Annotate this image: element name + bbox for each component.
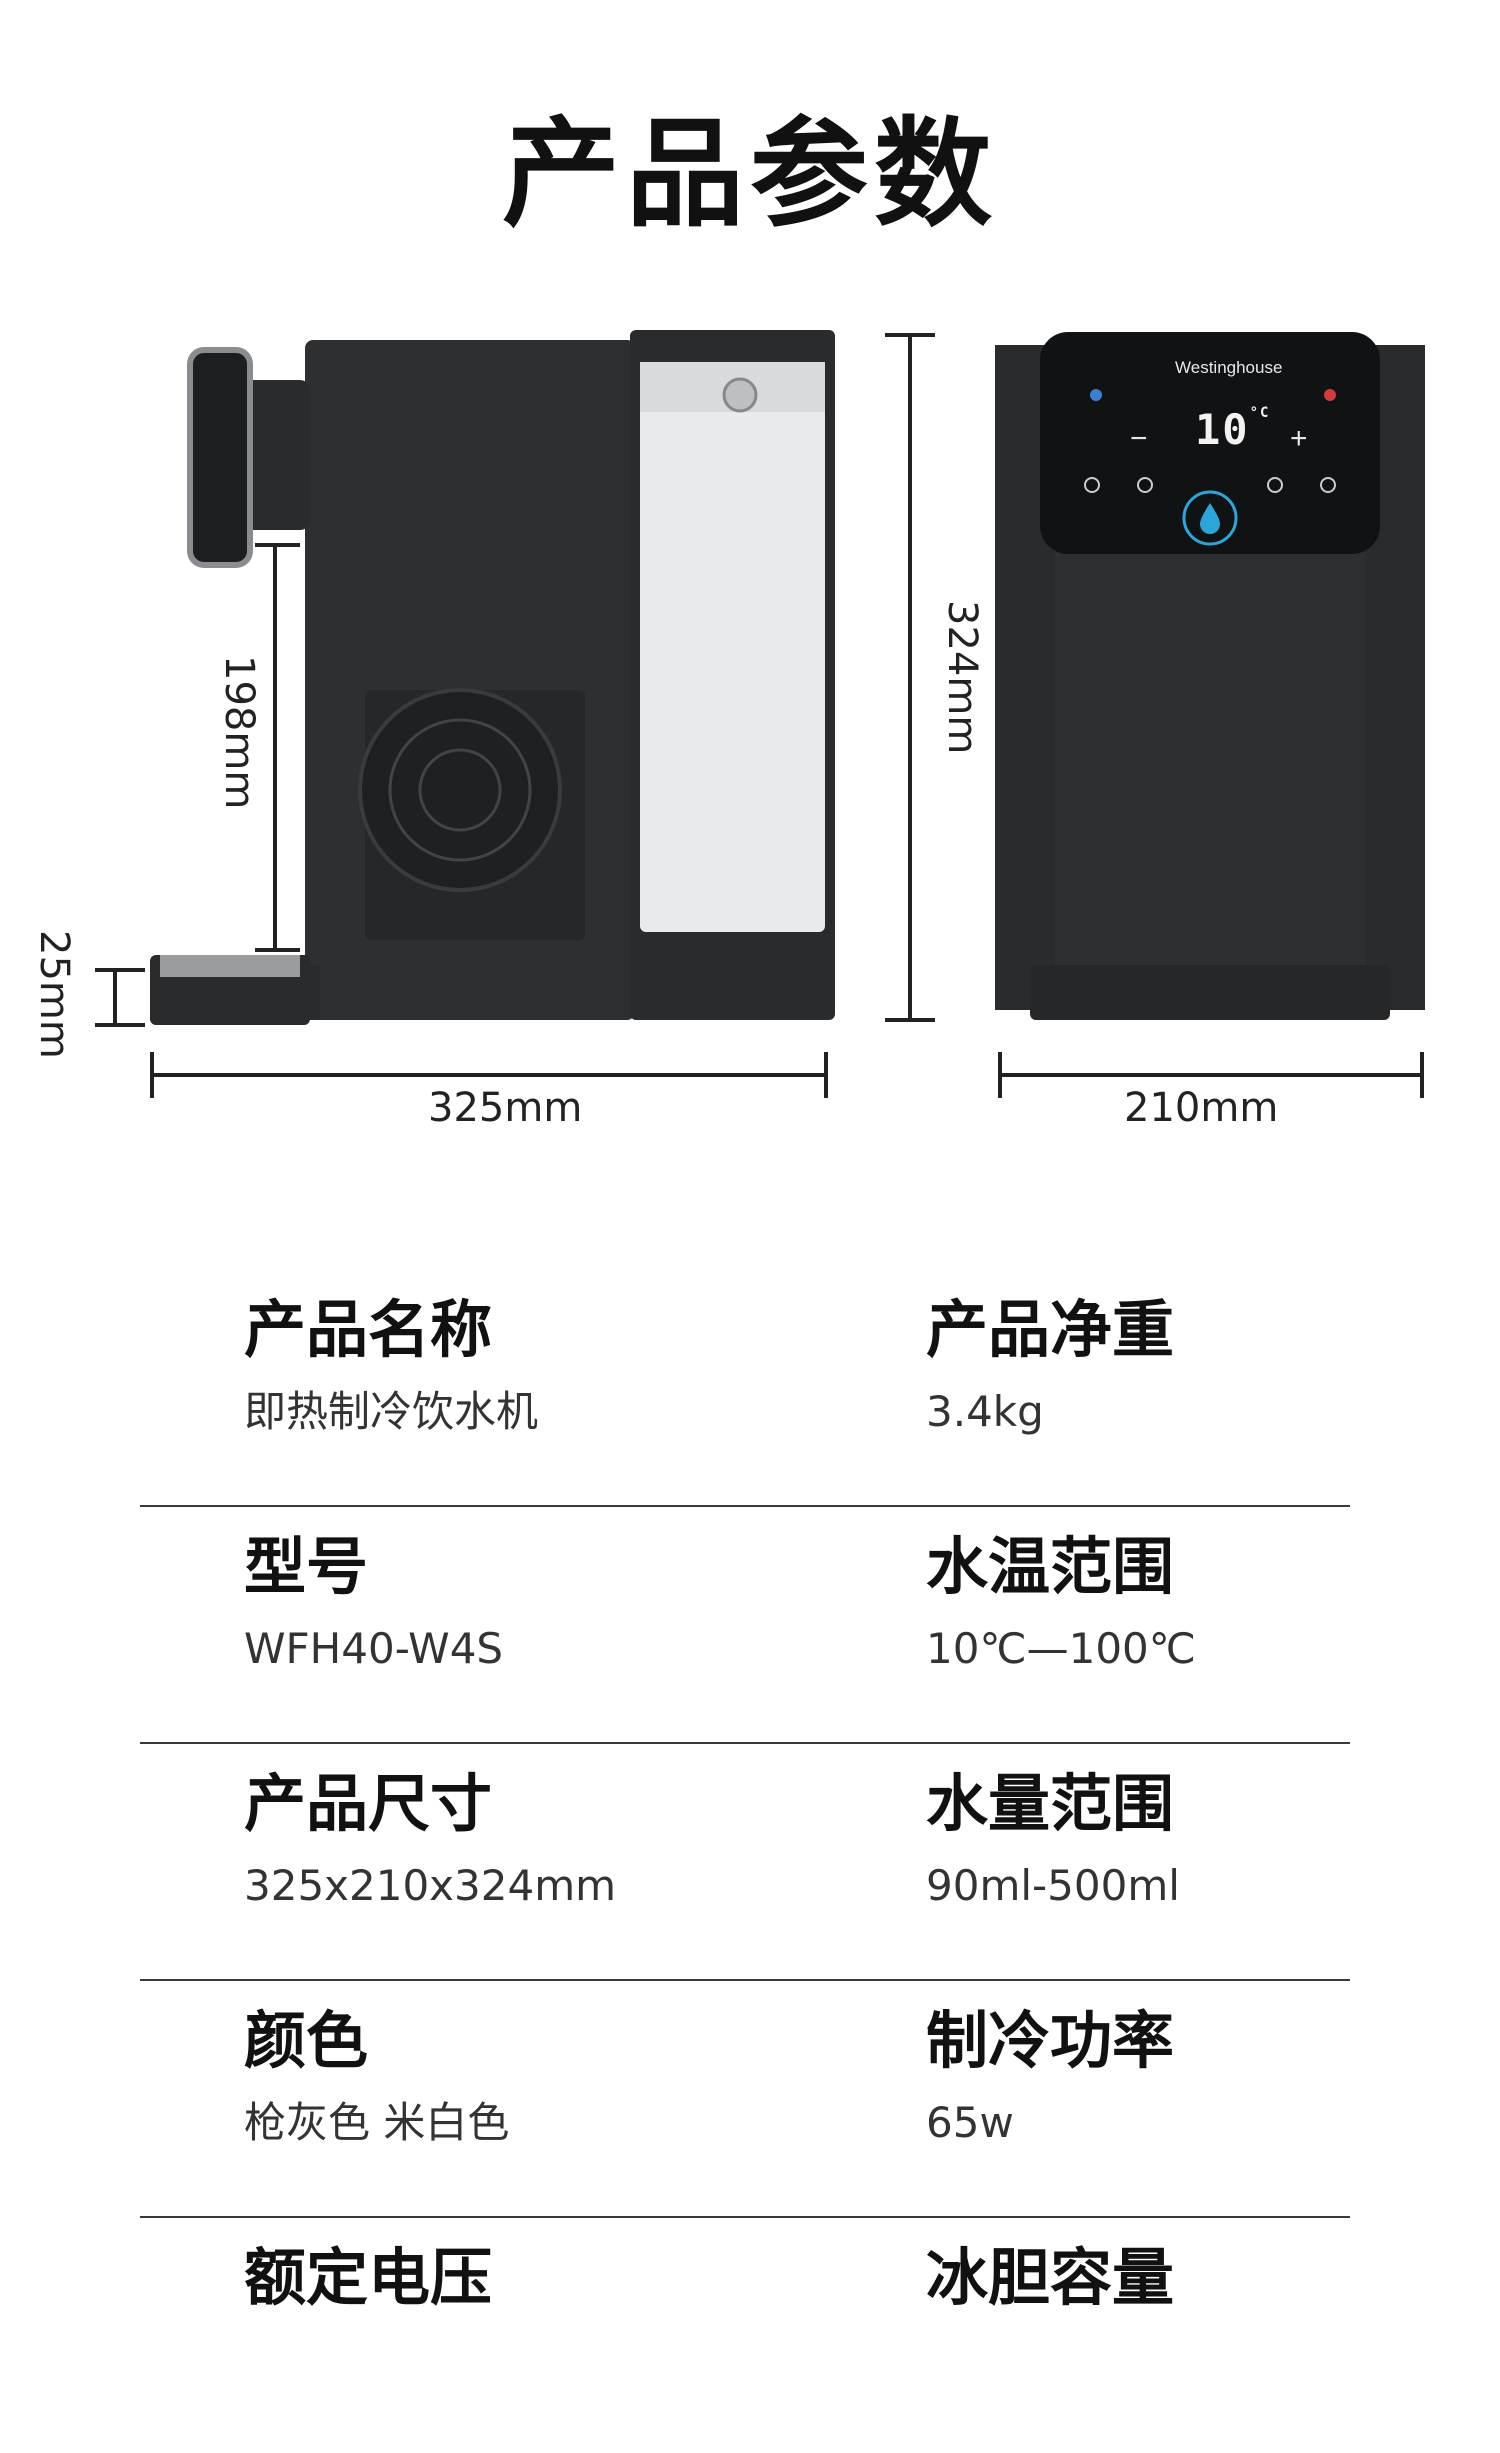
spec-label: 额定电压 (244, 2241, 493, 2314)
spec-label: 产品名称 (244, 1293, 493, 1366)
dim-total-height: 324mm (939, 600, 985, 755)
dim-front-width: 210mm (1124, 1085, 1279, 1131)
spout-head (187, 347, 253, 568)
spec-label: 型号 (244, 1530, 369, 1603)
page-title: 产品参数 (501, 105, 998, 243)
spec-label: 水温范围 (926, 1530, 1175, 1603)
spec-value: 枪灰色 米白色 (244, 2098, 510, 2147)
side-water-tank (640, 362, 825, 932)
control-panel (1040, 332, 1380, 554)
front-view: − + (995, 332, 1425, 1098)
spec-label: 制冷功率 (926, 2004, 1175, 2077)
spec-label: 水量范围 (926, 1767, 1175, 1840)
spec-item: 水温范围 10℃—100℃ (926, 1529, 1196, 1679)
water-drop-icon (1200, 503, 1220, 534)
side-view (95, 330, 935, 1098)
spec-item: 额定电压 (244, 2240, 492, 2330)
temperature-display: 10°C (1195, 405, 1270, 454)
dim-tray-height: 25mm (31, 930, 77, 1059)
spec-item: 冰胆容量 (926, 2240, 1174, 2330)
spec-value: 65w (926, 2098, 1014, 2147)
spec-item: 型号 WFH40-W4S (244, 1529, 503, 1679)
temperature-unit: °C (1249, 405, 1271, 421)
svg-text:−: − (1130, 422, 1148, 455)
product-dimension-figure: − + Westinghouse 10°C 198mm 25mm 325mm 3… (0, 300, 1500, 1180)
spec-value: 即热制冷饮水机 (244, 1387, 539, 1436)
spec-value: 325x210x324mm (244, 1861, 617, 1910)
spec-value: WFH40-W4S (244, 1624, 504, 1673)
spec-row: 额定电压 冰胆容量 (140, 2218, 1350, 2453)
dim-side-width: 325mm (428, 1085, 583, 1131)
spec-value: 3.4kg (926, 1387, 1044, 1436)
spec-item: 制冷功率 65w (926, 2003, 1174, 2153)
spec-item: 颜色 枪灰色 米白色 (244, 2003, 509, 2153)
spec-item: 产品净重 3.4kg (926, 1292, 1174, 1442)
spec-value: 10℃—100℃ (926, 1624, 1196, 1673)
spec-item: 产品名称 即热制冷饮水机 (244, 1292, 538, 1442)
spec-table: 产品名称 即热制冷饮水机 产品净重 3.4kg 型号 WFH40-W4S 水温范… (140, 1270, 1350, 2453)
spec-item: 产品尺寸 325x210x324mm (244, 1766, 616, 1916)
spec-value: 90ml-500ml (926, 1861, 1180, 1910)
spec-label: 产品尺寸 (244, 1767, 493, 1840)
spec-label: 产品净重 (926, 1293, 1175, 1366)
temperature-value: 10 (1195, 405, 1250, 454)
spec-row: 产品尺寸 325x210x324mm 水量范围 90ml-500ml (140, 1744, 1350, 1981)
dispense-button-ring (1182, 490, 1238, 546)
spec-item: 水量范围 90ml-500ml (926, 1766, 1180, 1916)
spec-row: 颜色 枪灰色 米白色 制冷功率 65w (140, 1981, 1350, 2218)
dim-side-height: 198mm (216, 655, 262, 810)
spec-row: 型号 WFH40-W4S 水温范围 10℃—100℃ (140, 1507, 1350, 1744)
spec-row: 产品名称 即热制冷饮水机 产品净重 3.4kg (140, 1270, 1350, 1507)
svg-text:+: + (1290, 422, 1308, 455)
front-base (1030, 965, 1390, 1020)
product-illustration: − + (95, 330, 1425, 1098)
spec-label: 颜色 (244, 2004, 369, 2077)
brand-logo-text: Westinghouse (1175, 358, 1283, 377)
spec-label: 冰胆容量 (926, 2241, 1175, 2314)
